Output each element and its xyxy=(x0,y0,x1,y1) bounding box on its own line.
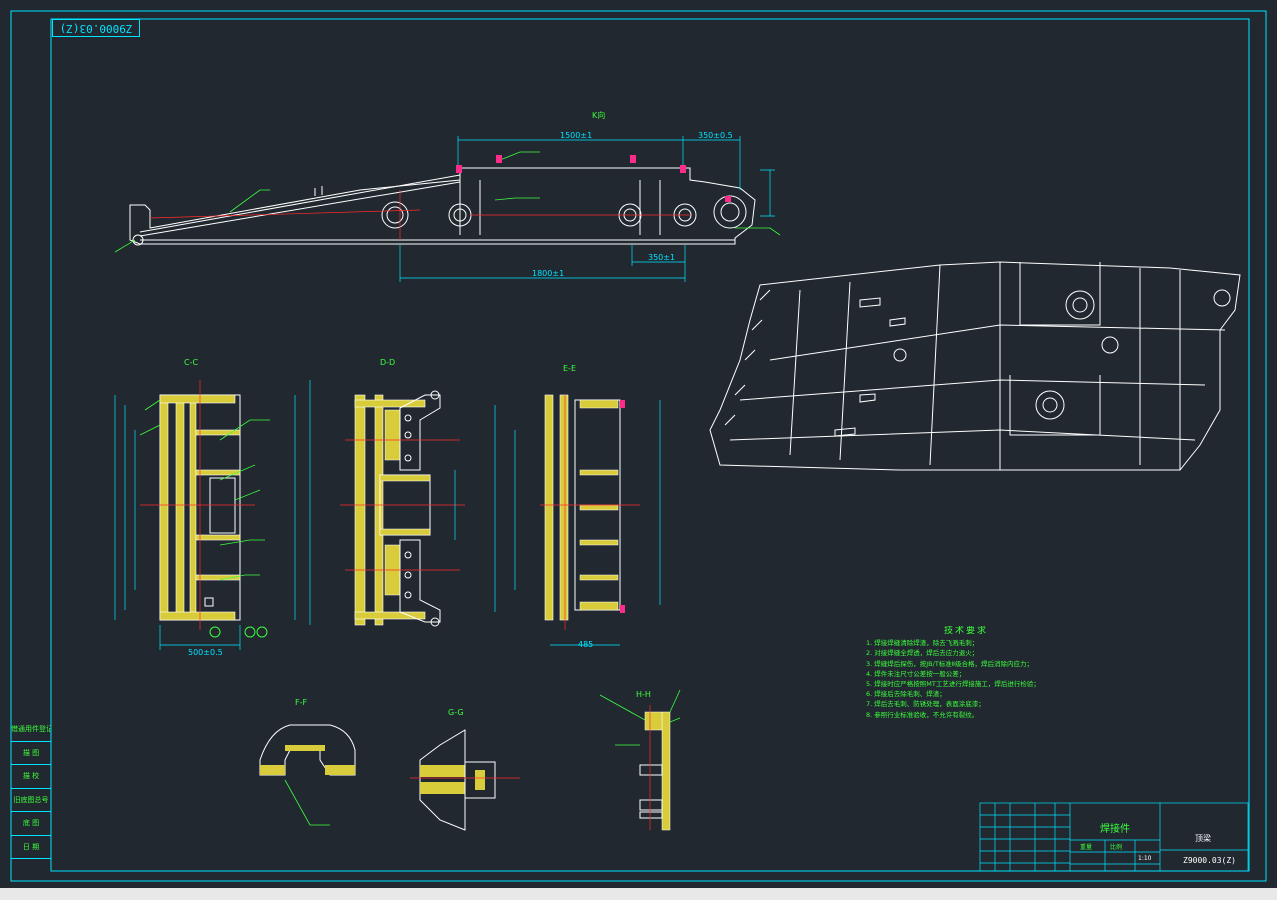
title-block-name: 焊接件 xyxy=(1100,824,1130,835)
h-section xyxy=(599,689,681,831)
tech-title: 技术要求 xyxy=(943,626,988,636)
technical-requirements: 技术要求 1. 焊接焊缝清除焊渣，除去飞溅毛刺； 2. 对接焊缝全焊透，焊后去应… xyxy=(866,626,1106,720)
e-section xyxy=(494,394,661,646)
dim-bottom-total: 1800±1 xyxy=(532,269,565,278)
k-view-dims xyxy=(399,136,775,282)
dim-e-bottom: 485 xyxy=(578,640,594,649)
sidebar-cell: 借通用件登记 xyxy=(11,718,51,742)
e-section-label: E-E xyxy=(563,364,576,373)
dim-c-bottom: 500±0.5 xyxy=(188,648,223,657)
d-section-label: D-D xyxy=(380,358,396,367)
tech-item: 6. 焊接后去除毛刺、焊渣； xyxy=(866,690,946,699)
title-block-part: 顶梁 xyxy=(1195,834,1211,843)
bottom-strip xyxy=(0,888,1277,900)
outer-frame xyxy=(10,10,1267,882)
title-block-drawing-no: Z9000.03(Z) xyxy=(1183,856,1236,865)
title-block-grid xyxy=(979,802,1249,872)
dim-bottom-partial: 350±1 xyxy=(648,253,676,262)
title-block-scale-label: 比例 xyxy=(1110,844,1123,851)
tech-item: 3. 焊缝焊后探伤，按JB/T标准Ⅱ级合格，焊后消除内应力； xyxy=(866,659,1034,668)
title-block-weight-label: 重量 xyxy=(1080,844,1093,851)
tech-item: 8. 参照行业标准验收，不允许有裂纹。 xyxy=(866,710,979,719)
tech-item: 2. 对接焊缝全焊透，焊后去应力退火； xyxy=(866,649,979,658)
c-section xyxy=(114,380,311,650)
c-section-label: C-C xyxy=(184,358,199,367)
k-view-drawing xyxy=(129,167,756,246)
dim-top-right: 350±0.5 xyxy=(698,131,733,140)
tech-item: 4. 焊件未注尺寸公差按一般公差； xyxy=(866,669,966,678)
k-view-label: K向 xyxy=(592,111,606,120)
f-section xyxy=(259,724,356,826)
h-section-label: H-H xyxy=(636,690,651,699)
title-block-scale: 1:10 xyxy=(1138,855,1152,862)
sidebar-cell: 日 期 xyxy=(11,836,51,859)
g-section-label: G-G xyxy=(448,708,464,717)
tech-item: 5. 焊接时应严格按照MT工艺进行焊接施工，焊后进行检验； xyxy=(866,680,1040,689)
isometric-view xyxy=(709,261,1241,471)
tech-item: 1. 焊接焊缝清除焊渣，除去飞溅毛刺； xyxy=(866,639,979,648)
sidebar-cell: 描 图 xyxy=(11,742,51,765)
k-view-weld-marks xyxy=(114,151,781,253)
drawing-number-stamp: Z9000.03(Z) xyxy=(52,19,140,37)
inner-frame xyxy=(50,18,1250,872)
revision-sidebar: 借通用件登记 描 图 描 校 旧底图总号 底 图 日 期 xyxy=(11,718,51,859)
sidebar-cell: 旧底图总号 xyxy=(11,789,51,812)
f-section-label: F-F xyxy=(295,698,308,707)
k-view-markers xyxy=(456,155,731,202)
d-section xyxy=(340,390,465,627)
sidebar-cell: 底 图 xyxy=(11,812,51,836)
g-section xyxy=(410,729,520,831)
tech-item: 7. 焊后去毛刺、防锈处理，表面涂底漆； xyxy=(866,700,985,709)
k-view-callouts xyxy=(149,190,690,240)
sidebar-cell: 描 校 xyxy=(11,765,51,789)
dim-top-span: 1500±1 xyxy=(560,131,593,140)
